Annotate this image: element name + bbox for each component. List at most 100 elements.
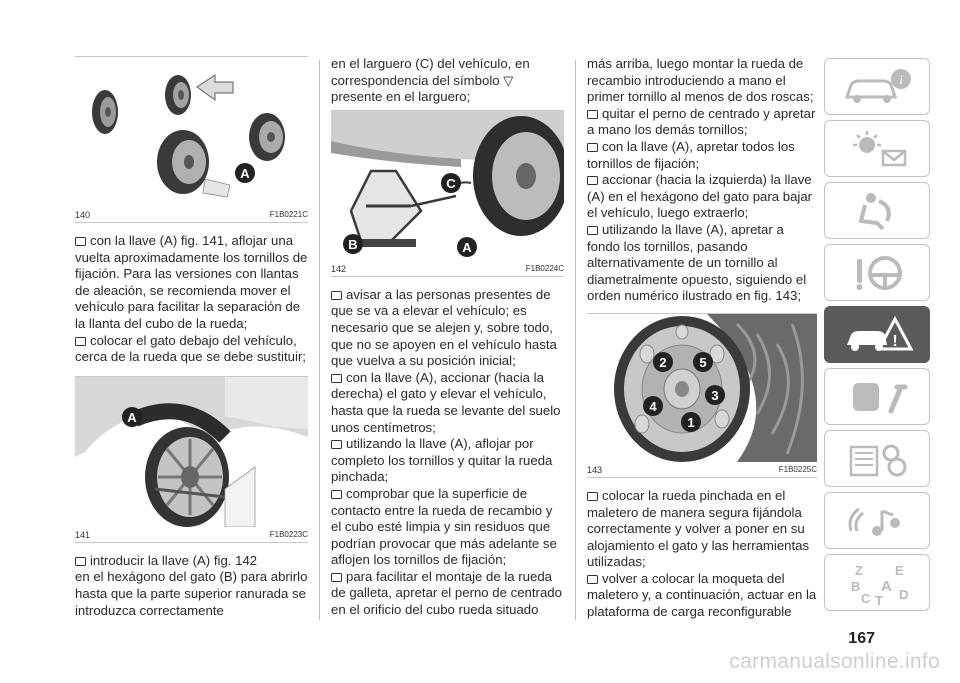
svg-text:4: 4: [649, 399, 657, 414]
column-1: A 140 F1B0221C con la llave (A) fig. 141…: [75, 56, 308, 619]
multimedia-music-icon: [848, 507, 900, 536]
figure-141: A: [75, 376, 308, 527]
step-item: colocar la rueda pinchada en el maletero…: [587, 487, 810, 570]
checkbox-icon: [587, 574, 598, 584]
figure-code: F1B0225C: [778, 464, 817, 474]
chapter-tabs: i ! Z E B A C T D: [824, 58, 930, 616]
tab-car-info[interactable]: i: [824, 58, 930, 115]
svg-text:B: B: [851, 579, 860, 594]
step-item: colocar el gato debajo del vehículo, cer…: [75, 332, 306, 365]
checkbox-icon: [587, 176, 598, 186]
figure-number: 140: [75, 210, 91, 220]
step-item: comprobar que la superficie de contacto …: [331, 485, 557, 568]
step-item: utilizando la llave (A), aflojar por com…: [331, 436, 553, 485]
bolt-5-badge: 5: [693, 351, 713, 377]
figure-143: 2 5 3 4 1: [587, 313, 817, 462]
step-item: utilizando la llave (A), apretar a fondo…: [587, 221, 807, 304]
checkbox-icon: [331, 373, 342, 383]
svg-text:5: 5: [699, 355, 706, 370]
tab-warning-lights[interactable]: [824, 120, 930, 177]
watermark: carmanualsonline.info: [729, 650, 940, 673]
checkbox-icon: [75, 556, 86, 566]
label-c-badge: C: [441, 172, 461, 198]
svg-text:C: C: [861, 591, 871, 605]
step-item: para facilitar el montaje de la rueda de…: [331, 568, 562, 618]
checkbox-icon: [331, 290, 342, 300]
checkbox-icon: [75, 336, 86, 346]
step-item: con la llave (A), apretar todos los torn…: [587, 138, 795, 171]
tab-maintenance[interactable]: [824, 368, 930, 425]
checkbox-icon: [587, 142, 598, 152]
svg-text:i: i: [899, 72, 903, 87]
figure-caption-142: 142 F1B0224C: [331, 261, 564, 277]
index-letters-icon: Z E B A C T D: [851, 563, 908, 605]
tab-multimedia[interactable]: [824, 492, 930, 549]
column-3: más arriba, luego montar la rueda de rec…: [587, 56, 817, 621]
tab-technical-data[interactable]: [824, 430, 930, 487]
rule: [75, 375, 308, 377]
figure-caption-140: 140 F1B0221C: [75, 207, 308, 223]
label-a-badge: A: [122, 406, 142, 432]
label-a-badge: A: [457, 236, 477, 261]
wrench-loosening-illustration: [75, 376, 308, 527]
warning-lights-icon: [853, 130, 907, 166]
figure-142: C B A: [331, 110, 564, 261]
step-item: volver a colocar la moqueta del maletero…: [587, 570, 817, 620]
checkbox-icon: [587, 225, 598, 235]
figure-number: 142: [331, 263, 347, 274]
checkbox-icon: [587, 491, 598, 501]
svg-text:E: E: [895, 563, 904, 578]
technical-data-gears-icon: [849, 444, 907, 476]
svg-text:A: A: [127, 410, 137, 425]
figure-140: A: [75, 57, 308, 207]
jack-illustration: [331, 110, 564, 261]
tab-emergency[interactable]: !: [824, 306, 930, 363]
column-divider: [319, 60, 320, 620]
svg-text:Z: Z: [855, 563, 863, 578]
step-item: con la llave (A) fig. 141, aflojar una v…: [75, 233, 308, 331]
svg-text:!: !: [892, 333, 897, 350]
bolt-4-badge: 4: [643, 395, 663, 421]
svg-text:2: 2: [659, 355, 666, 370]
svg-text:D: D: [899, 587, 908, 602]
label-a-text: A: [240, 166, 250, 181]
emergency-triangle-icon: !: [847, 315, 914, 351]
figure-code: F1B0224C: [525, 263, 564, 273]
checkbox-icon: [587, 109, 598, 119]
top-rule: [75, 56, 308, 57]
step-item: accionar (hacia la izquierda) la llave (…: [587, 172, 813, 221]
page-number: 167: [848, 630, 875, 647]
figure-code: F1B0223C: [269, 529, 308, 539]
svg-text:3: 3: [711, 388, 718, 403]
svg-text:1: 1: [687, 415, 694, 430]
checkbox-icon: [331, 489, 342, 499]
label-a-badge: A: [235, 163, 255, 188]
step-item: con la llave (A), accionar (hacia la der…: [331, 369, 561, 435]
bolt-2-badge: 2: [653, 351, 673, 377]
figure-number: 143: [587, 464, 603, 475]
continuation-text: en el larguero (C) del vehículo, en corr…: [331, 56, 530, 105]
tab-index[interactable]: Z E B A C T D: [824, 554, 930, 611]
car-info-icon: i: [844, 68, 911, 103]
airbag-seat-icon: [858, 192, 891, 230]
column-divider: [575, 60, 576, 620]
tab-safety[interactable]: [824, 182, 930, 239]
checkbox-icon: [331, 572, 342, 582]
rule: [331, 109, 564, 111]
continuation-text: más arriba, luego montar la rueda de rec…: [587, 56, 814, 105]
figure-caption-143: 143 F1B0225C: [587, 462, 817, 478]
steering-wheel-icon: [856, 255, 902, 290]
checkbox-icon: [331, 440, 342, 450]
column-2: en el larguero (C) del vehículo, en corr…: [331, 56, 564, 619]
svg-text:B: B: [348, 237, 357, 252]
bolt-1-badge: 1: [681, 411, 701, 437]
tab-driving[interactable]: [824, 244, 930, 301]
tires-illustration: [92, 73, 285, 198]
step-item: quitar el perno de centrado y apretar a …: [587, 105, 816, 138]
figure-caption-141: 141 F1B0223C: [75, 527, 308, 543]
wrench-service-icon: [853, 382, 908, 413]
svg-text:T: T: [875, 593, 883, 605]
figure-number: 141: [75, 529, 91, 540]
wheel-bolt-order-illustration: [614, 313, 817, 462]
